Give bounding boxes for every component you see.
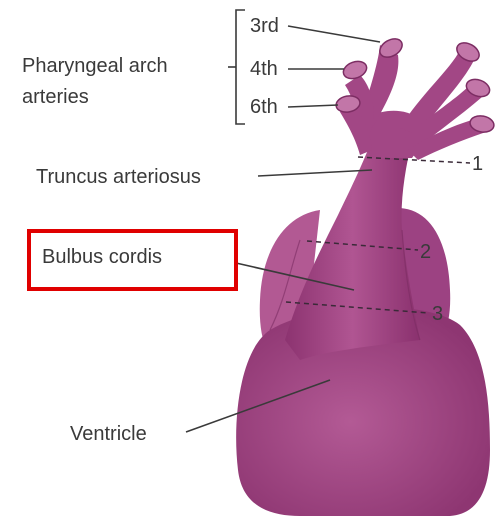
label-arch-4th: 4th	[250, 58, 278, 80]
arch-bracket	[236, 10, 245, 124]
label-level-2: 2	[420, 241, 431, 263]
label-level-3: 3	[432, 303, 443, 325]
opening-4th-left	[341, 58, 369, 81]
label-truncus: Truncus arteriosus	[36, 166, 201, 188]
label-pharyngeal-line1: Pharyngeal arch	[22, 55, 168, 77]
label-arch-6th: 6th	[250, 96, 278, 118]
label-ventricle: Ventricle	[70, 423, 147, 445]
label-level-1: 1	[472, 153, 483, 175]
label-arch-3rd: 3rd	[250, 15, 279, 37]
label-bulbus: Bulbus cordis	[42, 246, 162, 268]
leader-6th	[288, 105, 338, 107]
leader-3rd	[288, 26, 380, 42]
label-pharyngeal-line2: arteries	[22, 86, 89, 108]
leader-truncus	[258, 170, 372, 176]
